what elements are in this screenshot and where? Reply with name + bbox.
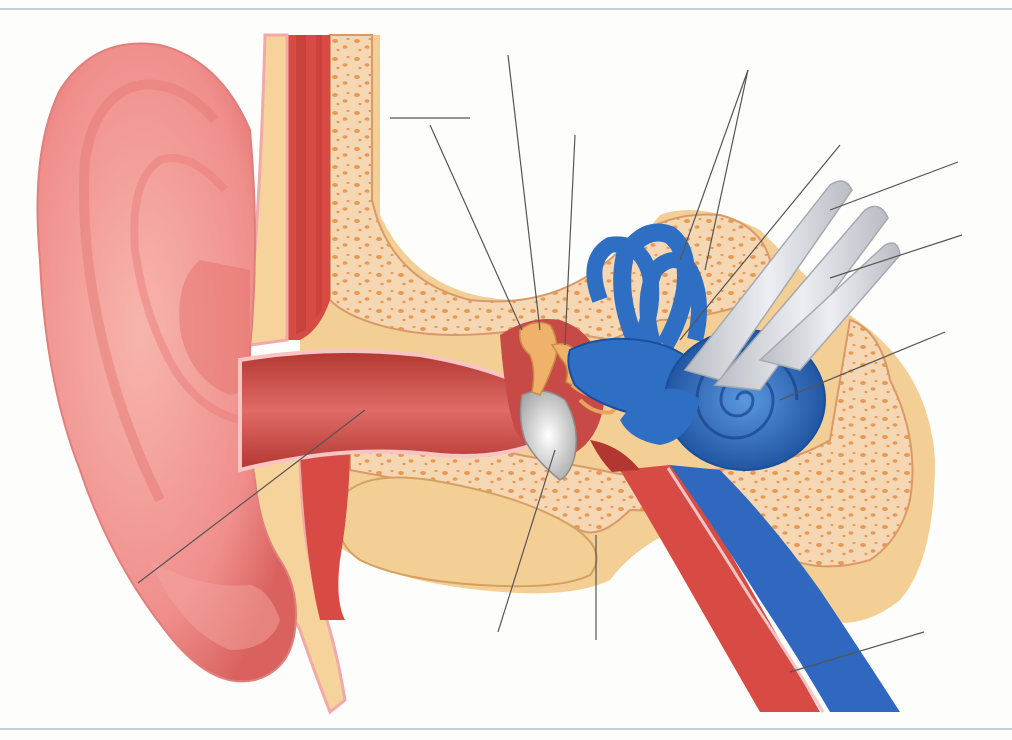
muscle-band-upper — [285, 35, 330, 340]
muscle-band-upper-shade-2 — [316, 35, 322, 318]
leader-line-3 — [508, 55, 540, 330]
muscle-band-upper-shade — [296, 35, 306, 334]
